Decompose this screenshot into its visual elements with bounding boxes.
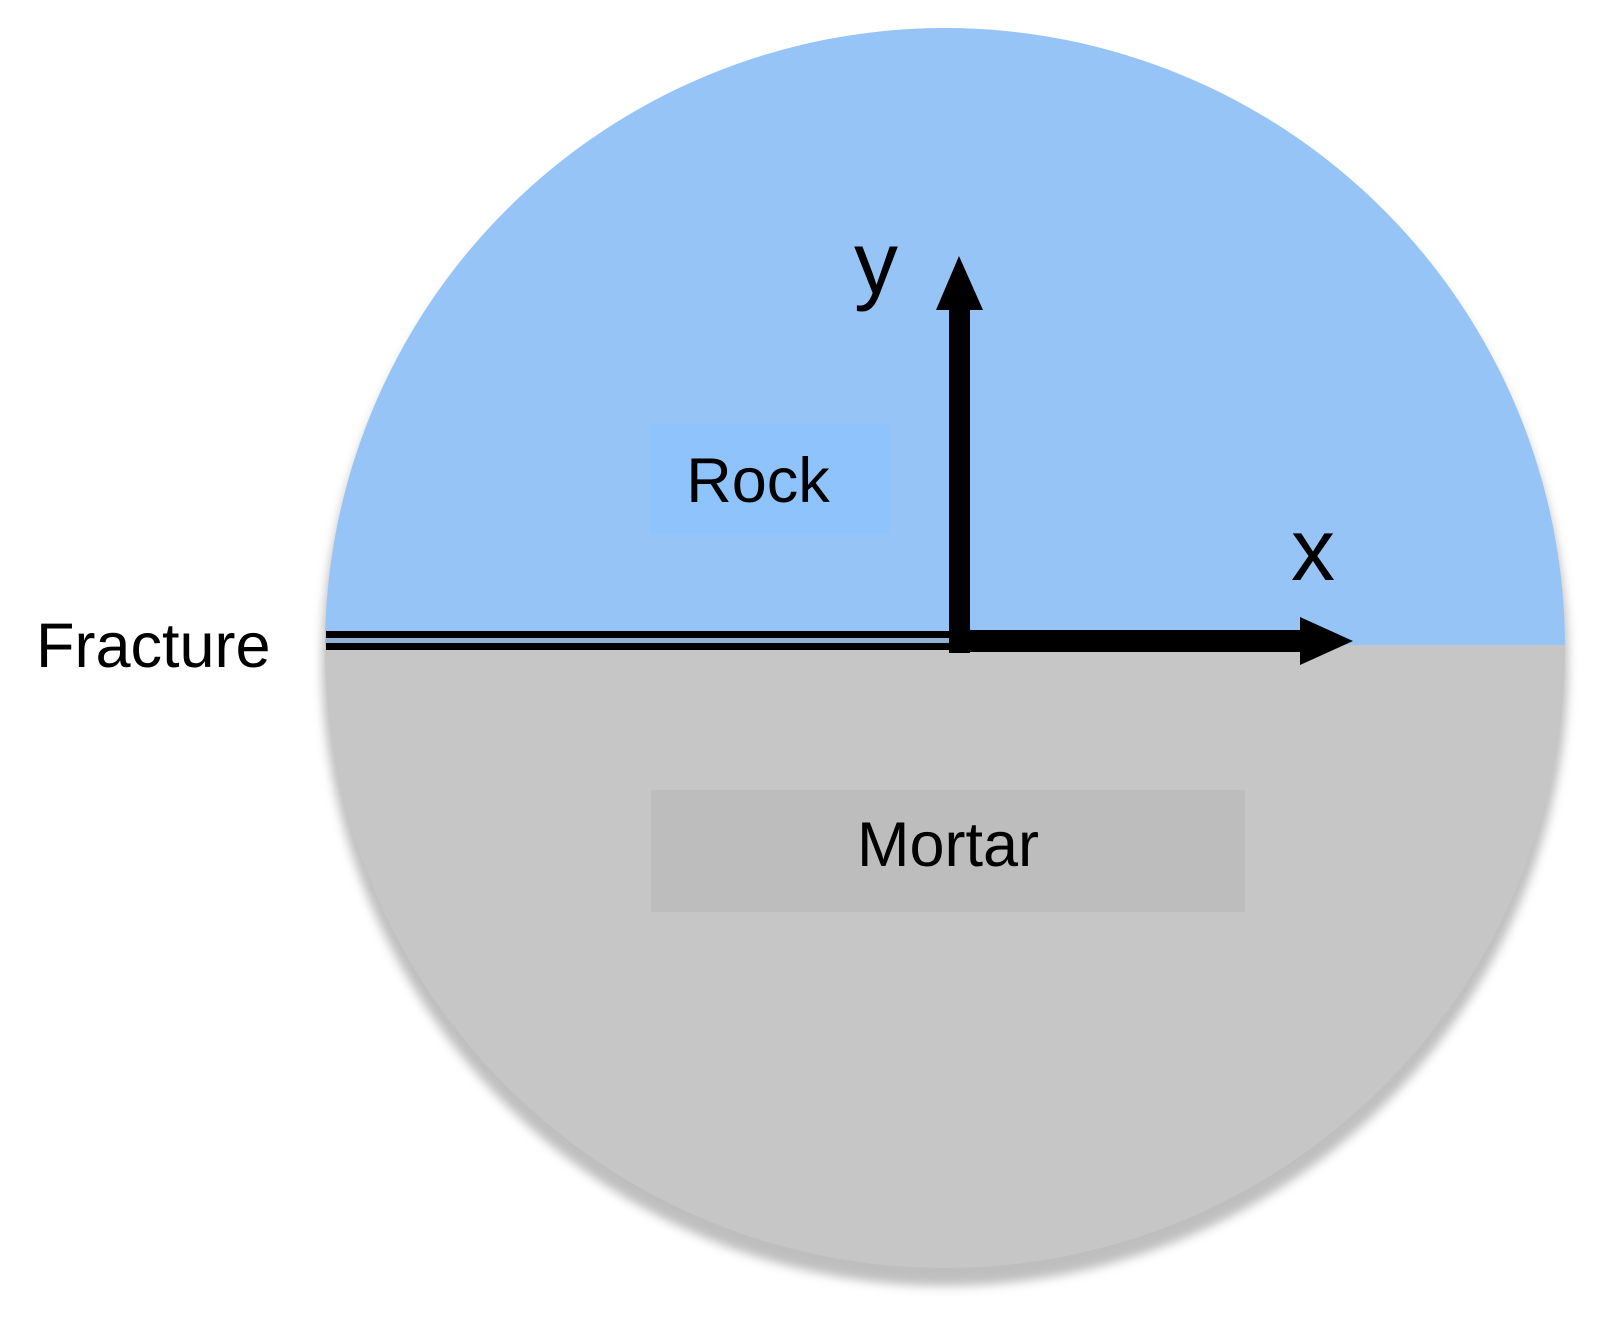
x-axis-label: x [1291,500,1335,599]
mortar-label: Mortar [857,810,1039,880]
x-axis-arrow [949,617,1353,665]
rock-region [325,28,1565,645]
rock-label-box [650,424,890,534]
mortar-region [325,645,1565,1268]
rock-label: Rock [686,446,830,516]
mortar-label-box [651,790,1245,912]
y-axis-label: y [854,213,898,312]
fracture-line [326,631,952,650]
y-axis-arrow [936,256,983,653]
fracture-label: Fracture [36,611,271,681]
